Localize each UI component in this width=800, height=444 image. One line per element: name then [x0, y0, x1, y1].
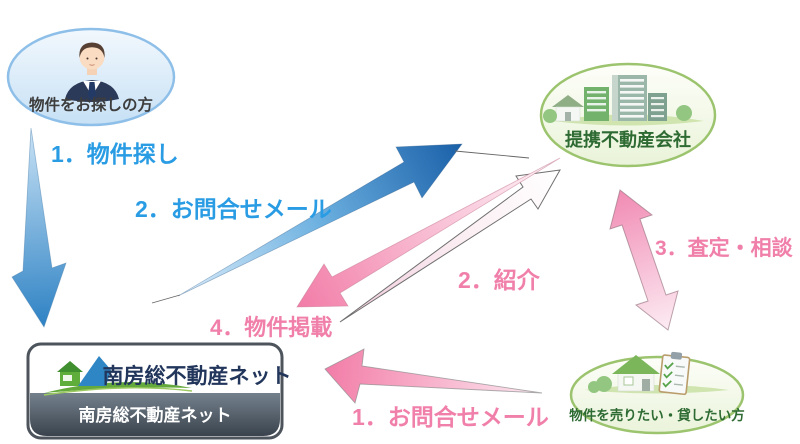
arrow-listing	[296, 157, 561, 308]
label-inquiry-partner: 2．お問合せメール	[135, 196, 332, 222]
label-listing: 4．物件掲載	[210, 315, 332, 340]
node-seeker: 物件をお探しの方	[6, 27, 176, 127]
seeker-label: 物件をお探しの方	[29, 95, 153, 114]
site-subtitle: 南房総不動産ネット	[79, 405, 232, 425]
arrow-referral	[339, 169, 561, 323]
house-checklist-icon	[585, 351, 729, 396]
arrow-inquiry-to-partner	[151, 143, 530, 304]
node-owner: 物件を売りたい・貸したい方	[569, 351, 745, 435]
site-title: 南房総不動産ネット	[103, 364, 292, 388]
owner-label: 物件を売りたい・貸したい方	[569, 407, 745, 423]
node-site-logo: 南房総不動産ネット 南房総不動産ネット	[26, 342, 292, 440]
partner-label: 提携不動産会社	[565, 129, 691, 150]
label-inquiry-site: 1．お問合せメール	[352, 404, 549, 430]
arrow-inquiry-to-site	[324, 348, 543, 404]
label-assessment: 3．査定・相談	[655, 236, 794, 260]
label-referral: 2．紹介	[458, 267, 541, 293]
node-partner: 提携不動産会社	[539, 62, 717, 168]
arrow-property-search	[11, 127, 67, 328]
arrow-head-hairline	[454, 150, 530, 159]
businessman-avatar-icon	[65, 42, 119, 102]
arrow-tail-hairline	[151, 294, 181, 304]
house-logo-icon	[43, 356, 193, 396]
logo-band	[30, 393, 280, 436]
label-property-search: 1．物件探し	[51, 141, 179, 167]
office-buildings-icon	[543, 75, 704, 126]
arrow-assessment-consult	[609, 189, 679, 331]
